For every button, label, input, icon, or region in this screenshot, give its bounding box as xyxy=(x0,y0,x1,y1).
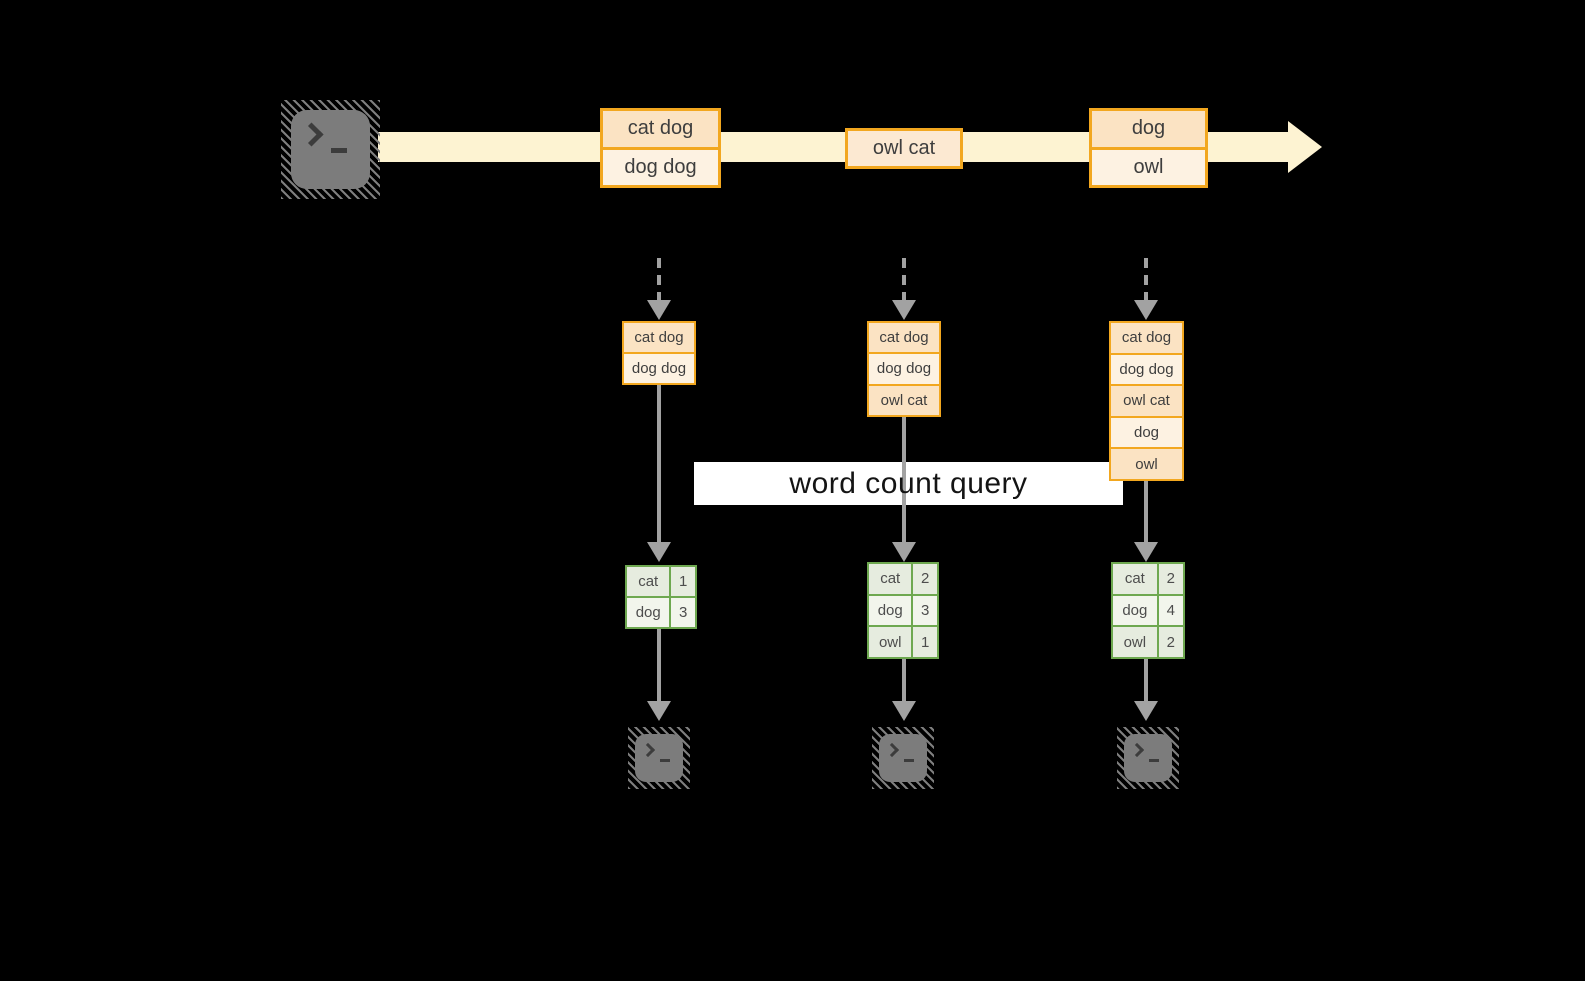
arrowhead-icon xyxy=(892,701,916,721)
prompt-underscore-icon xyxy=(331,148,347,153)
prompt-chevron-icon xyxy=(1129,742,1145,758)
record-row: owl cat xyxy=(1111,384,1182,416)
batch-row: cat dog xyxy=(603,111,718,147)
arrowhead-icon xyxy=(892,300,916,320)
terminal-screen xyxy=(879,734,927,782)
record-row: owl xyxy=(1111,447,1182,479)
count-table-1: cat 1 dog 3 xyxy=(625,565,697,629)
arrow-line xyxy=(657,629,661,702)
word-cell: dog xyxy=(627,598,670,627)
count-cell: 3 xyxy=(671,598,695,627)
prompt-chevron-icon xyxy=(640,742,656,758)
batch-box-1: cat dog dog dog xyxy=(600,108,721,188)
worker-terminal-icon-2 xyxy=(872,727,934,789)
prompt-chevron-icon xyxy=(884,742,900,758)
arrowhead-icon xyxy=(1134,701,1158,721)
record-row: cat dog xyxy=(869,323,939,353)
arrowhead-icon xyxy=(1134,542,1158,562)
word-cell: cat xyxy=(1113,564,1157,594)
count-cell: 1 xyxy=(913,627,937,657)
batch-box-3: dog owl xyxy=(1089,108,1208,188)
prompt-chevron-icon xyxy=(299,122,324,147)
arrow-line xyxy=(902,659,906,702)
count-cell: 2 xyxy=(1158,627,1183,657)
word-cell: cat xyxy=(627,567,670,596)
batch-row: owl cat xyxy=(848,131,960,166)
batch-row: dog xyxy=(1092,111,1205,147)
word-cell: owl xyxy=(1113,627,1157,657)
count-cell: 3 xyxy=(913,595,937,626)
record-row: owl cat xyxy=(869,383,939,415)
accumulated-box-3: cat dog dog dog owl cat dog owl xyxy=(1109,321,1184,481)
record-row: dog dog xyxy=(1111,352,1182,385)
count-table-3: cat 2 dog 4 owl 2 xyxy=(1111,562,1185,659)
batch-row: dog dog xyxy=(603,146,718,185)
query-label: word count query xyxy=(789,466,1028,500)
accumulated-box-1: cat dog dog dog xyxy=(622,321,696,385)
record-row: dog dog xyxy=(624,352,694,383)
terminal-screen xyxy=(291,110,370,189)
word-cell: dog xyxy=(869,595,912,626)
prompt-underscore-icon xyxy=(904,759,914,762)
count-table-2: cat 2 dog 3 owl 1 xyxy=(867,562,939,659)
record-row: cat dog xyxy=(1111,323,1182,353)
word-cell: dog xyxy=(1113,595,1157,626)
count-cell: 1 xyxy=(671,567,695,596)
arrow-line xyxy=(1144,659,1148,702)
source-terminal-icon xyxy=(281,100,380,199)
word-cell: owl xyxy=(869,627,912,657)
stream-arrowhead-icon xyxy=(1288,121,1322,173)
prompt-underscore-icon xyxy=(1149,759,1159,762)
terminal-screen xyxy=(635,734,683,782)
arrowhead-icon xyxy=(647,701,671,721)
count-cell: 2 xyxy=(913,564,937,594)
query-label-background xyxy=(694,462,1123,505)
arrowhead-icon xyxy=(892,542,916,562)
record-row: cat dog xyxy=(624,323,694,352)
arrow-line xyxy=(657,385,661,542)
batch-box-2: owl cat xyxy=(845,128,963,169)
dashed-arrow-line xyxy=(902,258,906,300)
record-row: dog dog xyxy=(869,352,939,384)
arrowhead-icon xyxy=(647,542,671,562)
worker-terminal-icon-1 xyxy=(628,727,690,789)
arrow-line xyxy=(902,417,906,542)
terminal-screen xyxy=(1124,734,1172,782)
arrowhead-icon xyxy=(1134,300,1158,320)
record-row: dog xyxy=(1111,415,1182,448)
count-cell: 4 xyxy=(1158,595,1183,626)
count-cell: 2 xyxy=(1158,564,1183,594)
accumulated-box-2: cat dog dog dog owl cat xyxy=(867,321,941,417)
batch-row: owl xyxy=(1092,146,1205,185)
arrow-line xyxy=(1144,481,1148,542)
dashed-arrow-line xyxy=(657,258,661,300)
arrowhead-icon xyxy=(647,300,671,320)
prompt-underscore-icon xyxy=(660,759,670,762)
dashed-arrow-line xyxy=(1144,258,1148,300)
worker-terminal-icon-3 xyxy=(1117,727,1179,789)
word-cell: cat xyxy=(869,564,912,594)
